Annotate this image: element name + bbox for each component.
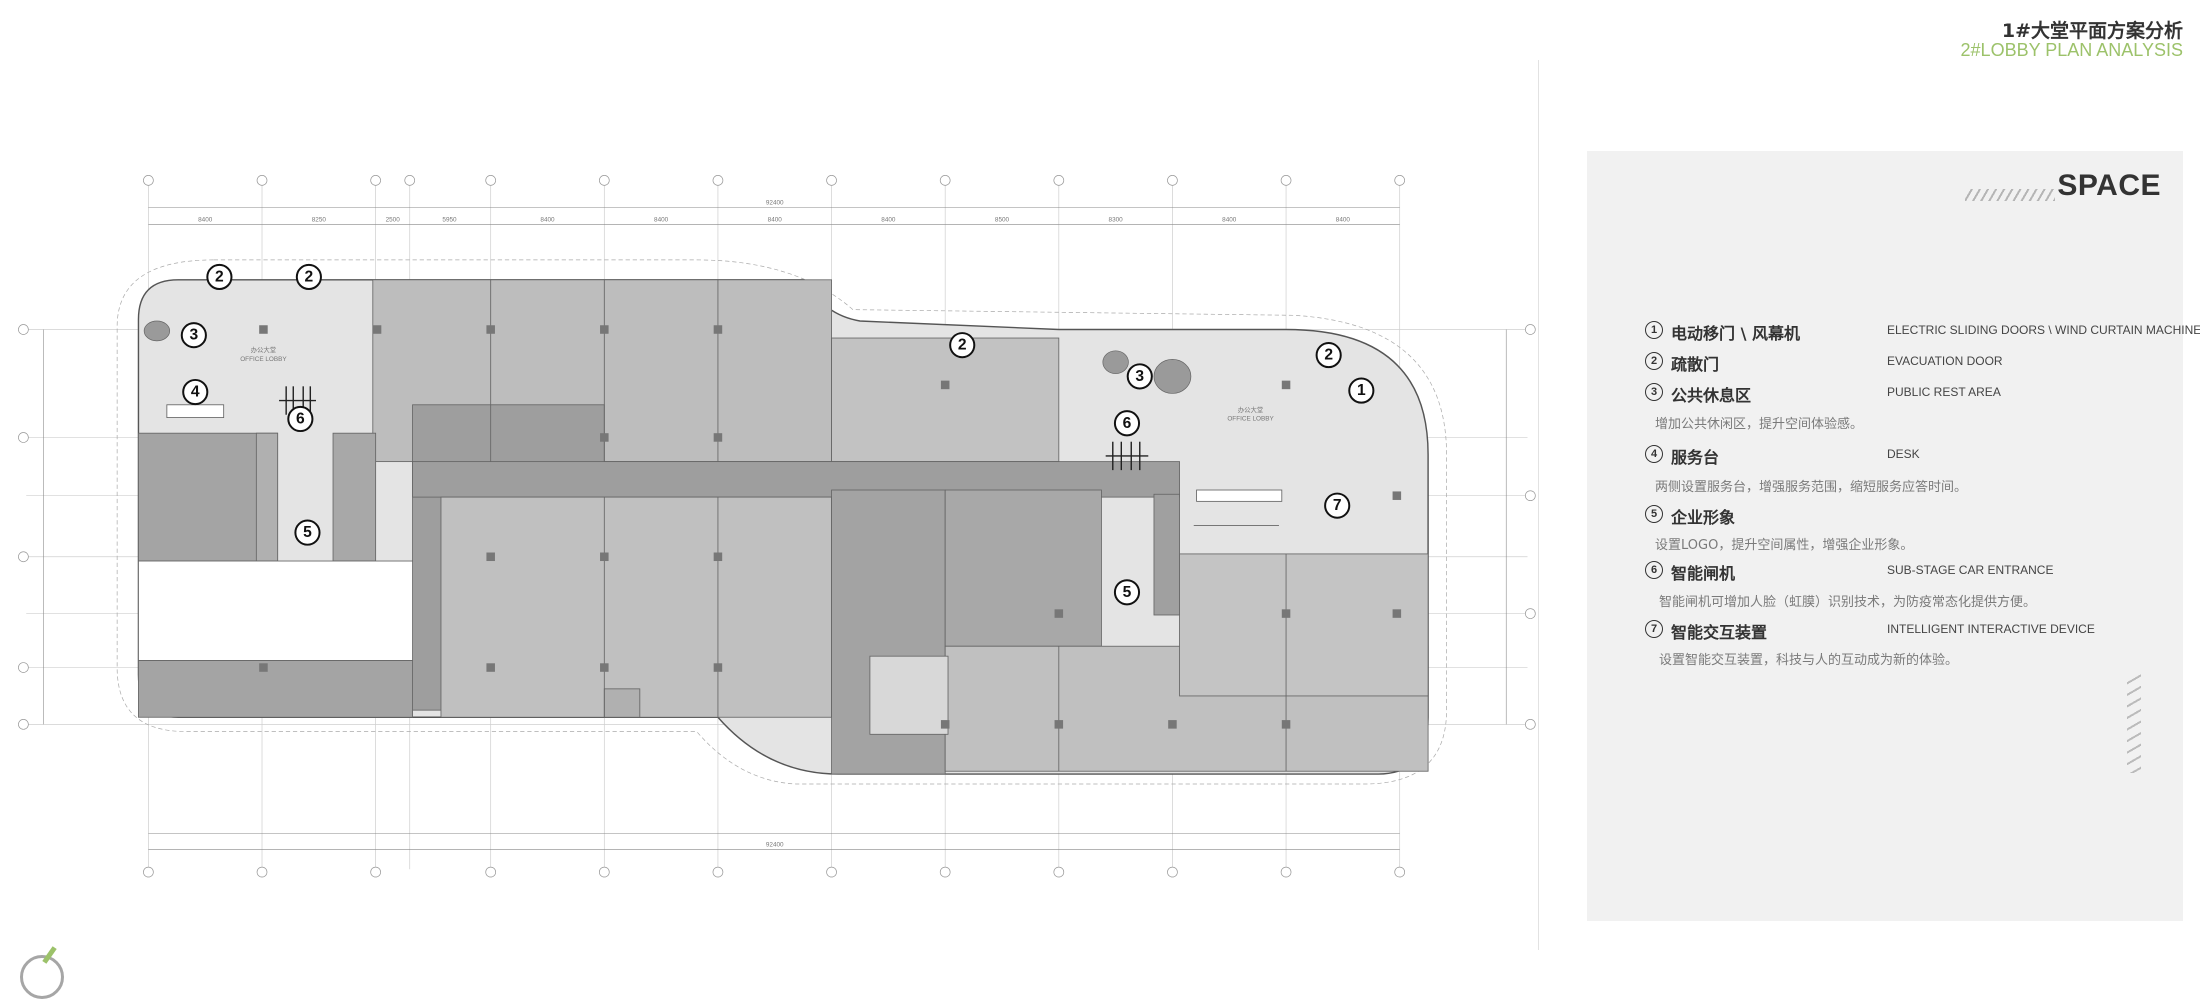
dimension-label: 8400 [1222,217,1237,224]
hatch-decoration [1965,189,2055,201]
columns [259,325,1402,729]
callout-5: 5 [1113,579,1141,606]
svg-text:6: 6 [1123,415,1132,432]
axis-bubbles [18,175,1536,878]
callout-6: 6 [1113,410,1141,437]
legend-number: 3 [1645,383,1663,401]
hatch-decoration [2127,673,2141,773]
dimension-label: 8400 [1336,217,1351,224]
legend-title-en: DESK [1887,447,1920,461]
dimension-label: 2500 [386,217,401,224]
callout-2: 2 [1315,342,1342,369]
legend-title: 公共休息区 [1671,386,1752,405]
svg-text:7: 7 [1333,497,1342,514]
desks [166,404,1283,502]
site-boundary [116,259,1447,785]
callout-2: 2 [949,332,976,359]
legend-title-en: PUBLIC REST AREA [1887,385,2001,399]
callout-5: 5 [294,519,321,546]
legend-description: 两侧设置服务台，增强服务范围，缩短服务应答时间。 [1655,480,1968,495]
page-subtitle: 2#LOBBY PLAN ANALYSIS [1960,40,2183,60]
dimension-label: 8400 [881,217,896,224]
dimension-label: 8250 [312,217,327,224]
svg-text:1: 1 [1357,382,1366,399]
legend-panel: SPACE 1 电动移门 \ 风幕机 ELECTRIC SLIDING DOOR… [1587,151,2200,921]
svg-text:2: 2 [958,337,967,354]
svg-text:5: 5 [303,524,312,541]
legend-number: 5 [1645,505,1663,523]
callout-3: 3 [1126,363,1153,390]
lobby-label: 办公大堂 [251,345,277,354]
page-title: 1#大堂平面方案分析 [2001,20,2183,42]
legend-description: 设置智能交互装置，科技与人的互动成为新的体验。 [1659,653,1959,668]
svg-text:3: 3 [1135,368,1144,385]
legend-title-en: ELECTRIC SLIDING DOORS \ WIND CURTAIN MA… [1887,323,2200,337]
legend-title: 智能交互装置 [1671,623,1768,642]
legend-title-en: SUB-STAGE CAR ENTRANCE [1887,563,2054,577]
rooms [138,279,1429,775]
dimension-total: 92400 [766,842,784,849]
svg-text:3: 3 [189,327,198,344]
svg-text:2: 2 [305,268,314,285]
dimensions-top: 8400 8250 2500 5950 8400 8400 8400 8400 … [198,200,1350,849]
legend-title-en: EVACUATION DOOR [1887,354,2003,368]
dimension-label: 5950 [442,217,457,224]
svg-text:5: 5 [1123,584,1132,601]
legend-title: 企业形象 [1671,508,1736,527]
divider [1538,60,1539,950]
lobby-label: 办公大堂 [1238,405,1264,414]
callout-2: 2 [295,263,322,291]
legend-number: 2 [1645,352,1663,370]
svg-text:2: 2 [215,268,224,285]
callout-7: 7 [1324,492,1351,519]
north-arrow-icon [20,955,64,999]
dimension-label: 8400 [540,217,555,224]
legend-title: 电动移门 \ 风幕机 [1671,324,1800,343]
legend-description: 设置LOGO，提升空间属性，增强企业形象。 [1655,538,1914,553]
dimension-label: 8400 [768,217,783,224]
dimension-label: 8400 [198,217,213,224]
callout-6: 6 [287,405,314,433]
svg-text:4: 4 [191,384,200,401]
legend-title: 服务台 [1671,448,1720,467]
legend-description: 智能闸机可增加人脸（虹膜）识别技术，为防疫常态化提供方便。 [1659,595,2037,610]
dimension-label: 8500 [995,217,1010,224]
dimension-total: 92400 [766,200,784,207]
svg-text:6: 6 [296,410,305,427]
panel-heading: SPACE [2057,169,2161,202]
callout-4: 4 [182,378,209,406]
legend-title: 疏散门 [1671,355,1720,374]
svg-text:2: 2 [1324,347,1333,364]
legend-number: 4 [1645,445,1663,463]
legend-number: 1 [1645,321,1663,339]
legend-number: 7 [1645,620,1663,638]
legend-number: 6 [1645,561,1663,579]
rest-area-furniture [143,320,1192,394]
dimension-label: 8300 [1109,217,1124,224]
dimension-label: 8400 [654,217,669,224]
legend-description: 增加公共休闲区，提升空间体验感。 [1655,417,1864,432]
callout-2: 2 [206,263,233,291]
legend-title: 智能闸机 [1671,564,1736,583]
lobby-label-en: OFFICE LOBBY [1227,415,1274,422]
legend-title-en: INTELLIGENT INTERACTIVE DEVICE [1887,622,2095,636]
lobby-label-en: OFFICE LOBBY [240,356,287,363]
callout-1: 1 [1348,377,1375,404]
callout-3: 3 [180,322,207,349]
